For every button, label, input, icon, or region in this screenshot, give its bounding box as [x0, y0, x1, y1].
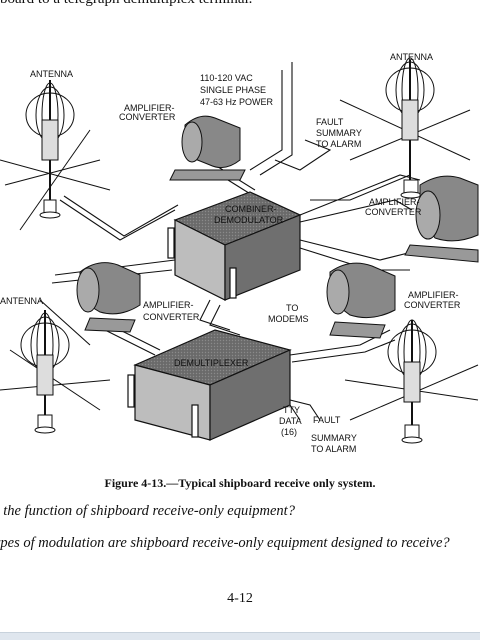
amplifier-converter-right-1: [404, 175, 479, 263]
antenna-top-left: [0, 80, 111, 231]
review-question-1: s the function of shipboard receive-only…: [0, 503, 295, 519]
label-combiner-line1: COMBINER-: [225, 204, 277, 214]
label-power-line3: 47-63 Hz POWER: [200, 97, 274, 107]
label-tty-line1: TTY: [283, 405, 300, 415]
label-antenna-middle-left: ANTENNA: [0, 296, 43, 306]
label-amp-left-line1: AMPLIFIER-: [143, 300, 194, 310]
label-fault-bottom-line1: FAULT: [313, 415, 341, 425]
page-number: 4-12: [227, 591, 253, 606]
antenna-top-right: [339, 57, 471, 199]
label-amp-right-2-line1: AMPLIFIER-: [408, 290, 459, 300]
label-antenna-top-right: ANTENNA: [390, 52, 433, 62]
label-fault-top-line1: FAULT: [316, 117, 344, 127]
label-fault-bottom-line3: TO ALARM: [311, 444, 356, 454]
antenna-bottom-right: [344, 319, 479, 444]
label-fault-top-line2: SUMMARY: [316, 128, 362, 138]
review-question-2: ypes of modulation are shipboard receive…: [0, 535, 450, 551]
label-amp-right-1-line2: CONVERTER: [365, 207, 422, 217]
label-power-line2: SINGLE PHASE: [200, 85, 266, 95]
label-tty-line3: (16): [281, 427, 297, 437]
label-fault-top-line3: TO ALARM: [316, 139, 361, 149]
receive-system-figure: ANTENNA ANTENNA ANTENNA AMPLIFIER- CONVE…: [0, 52, 479, 454]
demultiplexer-unit: [127, 329, 292, 441]
label-antenna-top-left: ANTENNA: [30, 69, 73, 79]
label-combiner-line2: DEMODULATOR: [214, 215, 284, 225]
label-modems-line1: TO: [286, 303, 298, 313]
label-amp-top-left-line2: CONVERTER: [119, 112, 176, 122]
label-amp-right-2-line2: CONVERTER: [404, 300, 461, 310]
label-modems-line2: MODEMS: [268, 314, 309, 324]
figure-caption: Figure 4-13.—Typical shipboard receive o…: [104, 476, 376, 490]
label-amp-right-1-line1: AMPLIFIER-: [369, 197, 420, 207]
label-amp-top-left-line1: AMPLIFIER-: [124, 103, 175, 113]
label-power-line1: 110-120 VAC: [200, 73, 253, 83]
amplifier-converter-left: [76, 262, 141, 333]
label-tty-line2: DATA: [279, 416, 302, 426]
antenna-middle-left: [0, 310, 111, 434]
label-amp-left-line2: CONVERTER: [143, 312, 200, 322]
combiner-demodulator-unit: [167, 191, 302, 301]
amplifier-converter-right-2: [326, 262, 396, 339]
viewer-bottom-bar: [0, 632, 480, 640]
amplifier-converter-top-left: [169, 115, 246, 181]
label-demultiplexer: DEMULTIPLEXER: [174, 358, 249, 368]
body-text-line: board to a telegraph demultiplex termina…: [0, 0, 252, 8]
label-fault-bottom-line2: SUMMARY: [311, 433, 357, 443]
